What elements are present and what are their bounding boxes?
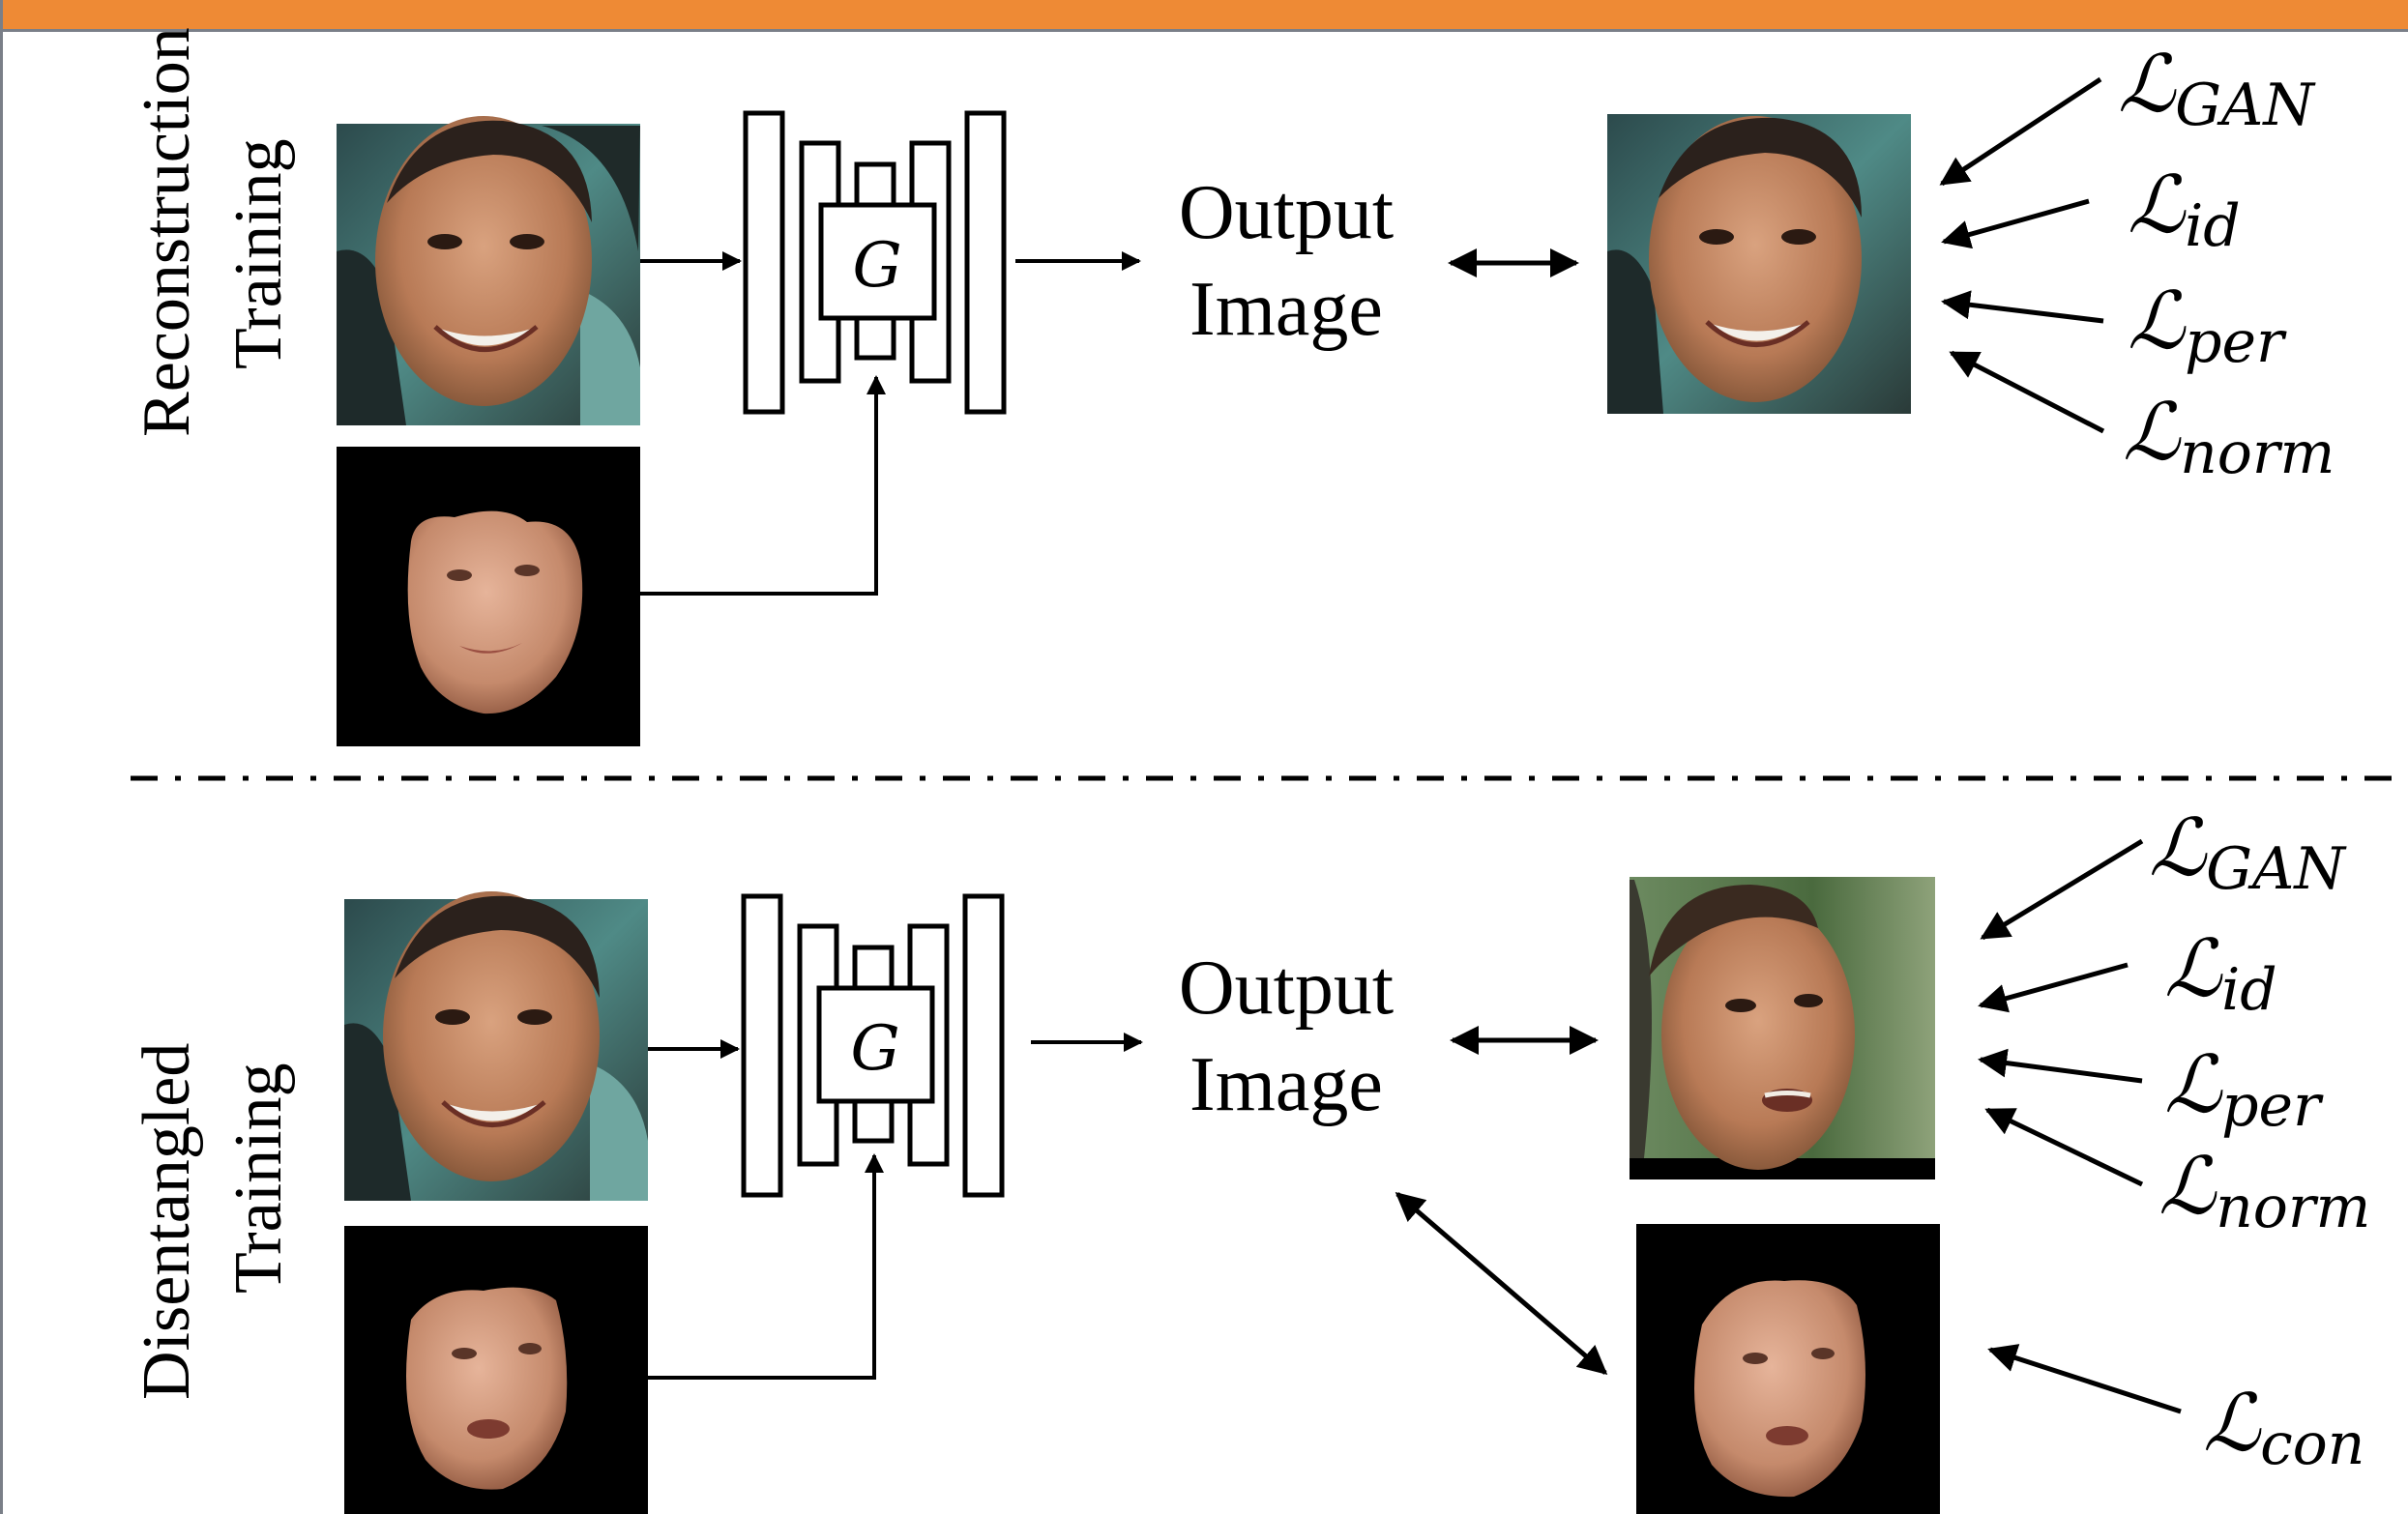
svg-text:ℒGAN: ℒGAN [2149,802,2347,903]
disentangled-panel: Disentangled Training [130,802,2370,1514]
loss-id-2: ℒid [2164,923,2277,1024]
render-to-generator-arrow-2 [648,1153,884,1380]
loss-per-2: ℒper [2164,1039,2324,1140]
output-image-label-line1-2: Output [1179,946,1394,1031]
generator-network: G [743,110,1007,415]
svg-text:ℒper: ℒper [2164,1039,2324,1140]
rendered-face-input [337,447,640,746]
svg-text:ℒper: ℒper [2128,276,2287,376]
svg-text:ℒcon: ℒcon [2203,1378,2364,1478]
output-image-label-line2: Image [1189,267,1383,352]
output-render-compare-arrow [1395,1192,1608,1375]
loss-norm-arrow-2 [1984,1107,2144,1187]
reconstruction-panel: Reconstruction Training [130,27,2335,746]
loss-per-arrow-2 [1978,1048,2143,1084]
output-image-label-line1: Output [1179,170,1394,255]
loss-norm-arrow [1949,350,2105,434]
header-bar [0,0,2408,32]
loss-gan-arrow-2 [1980,838,2144,941]
svg-text:ℒid: ℒid [2164,923,2277,1024]
target-face-image-2 [1630,877,1935,1179]
loss-gan-arrow [1939,76,2102,187]
render-to-generator-arrow [640,375,886,596]
generator-core-box [818,202,937,321]
output-image-label-line2-2: Image [1189,1042,1383,1127]
loss-id: ℒid [2128,160,2241,260]
loss-id-arrow-2 [1978,962,2129,1013]
reconstruction-training-label: Training [221,138,296,369]
generator-core-box-2 [816,985,935,1104]
loss-id-arrow [1941,198,2090,249]
source-face-image [337,116,640,425]
generator-label-2: G [850,1013,899,1085]
loss-per: ℒper [2128,276,2287,376]
svg-text:ℒnorm: ℒnorm [2123,387,2335,487]
svg-text:ℒid: ℒid [2128,160,2241,260]
svg-text:ℒGAN: ℒGAN [2118,39,2316,139]
rendered-face-target [1636,1224,1940,1514]
loss-con-arrow [1987,1344,2182,1414]
rendered-face-input-2 [344,1226,648,1514]
loss-norm-2: ℒnorm [2158,1141,2370,1241]
reconstruction-label: Reconstruction [130,27,204,437]
svg-text:ℒnorm: ℒnorm [2158,1141,2370,1241]
loss-gan: ℒGAN [2118,39,2316,139]
disentangled-training-label: Training [221,1063,296,1294]
disentangled-label: Disentangled [130,1043,204,1400]
generator-label: G [852,230,901,302]
loss-con: ℒcon [2203,1378,2364,1478]
generator-network-2: G [741,893,1005,1198]
target-face-image [1607,114,1911,414]
loss-per-arrow [1941,290,2104,324]
source-face-image-2 [344,891,648,1201]
loss-norm: ℒnorm [2123,387,2335,487]
loss-gan-2: ℒGAN [2149,802,2347,903]
